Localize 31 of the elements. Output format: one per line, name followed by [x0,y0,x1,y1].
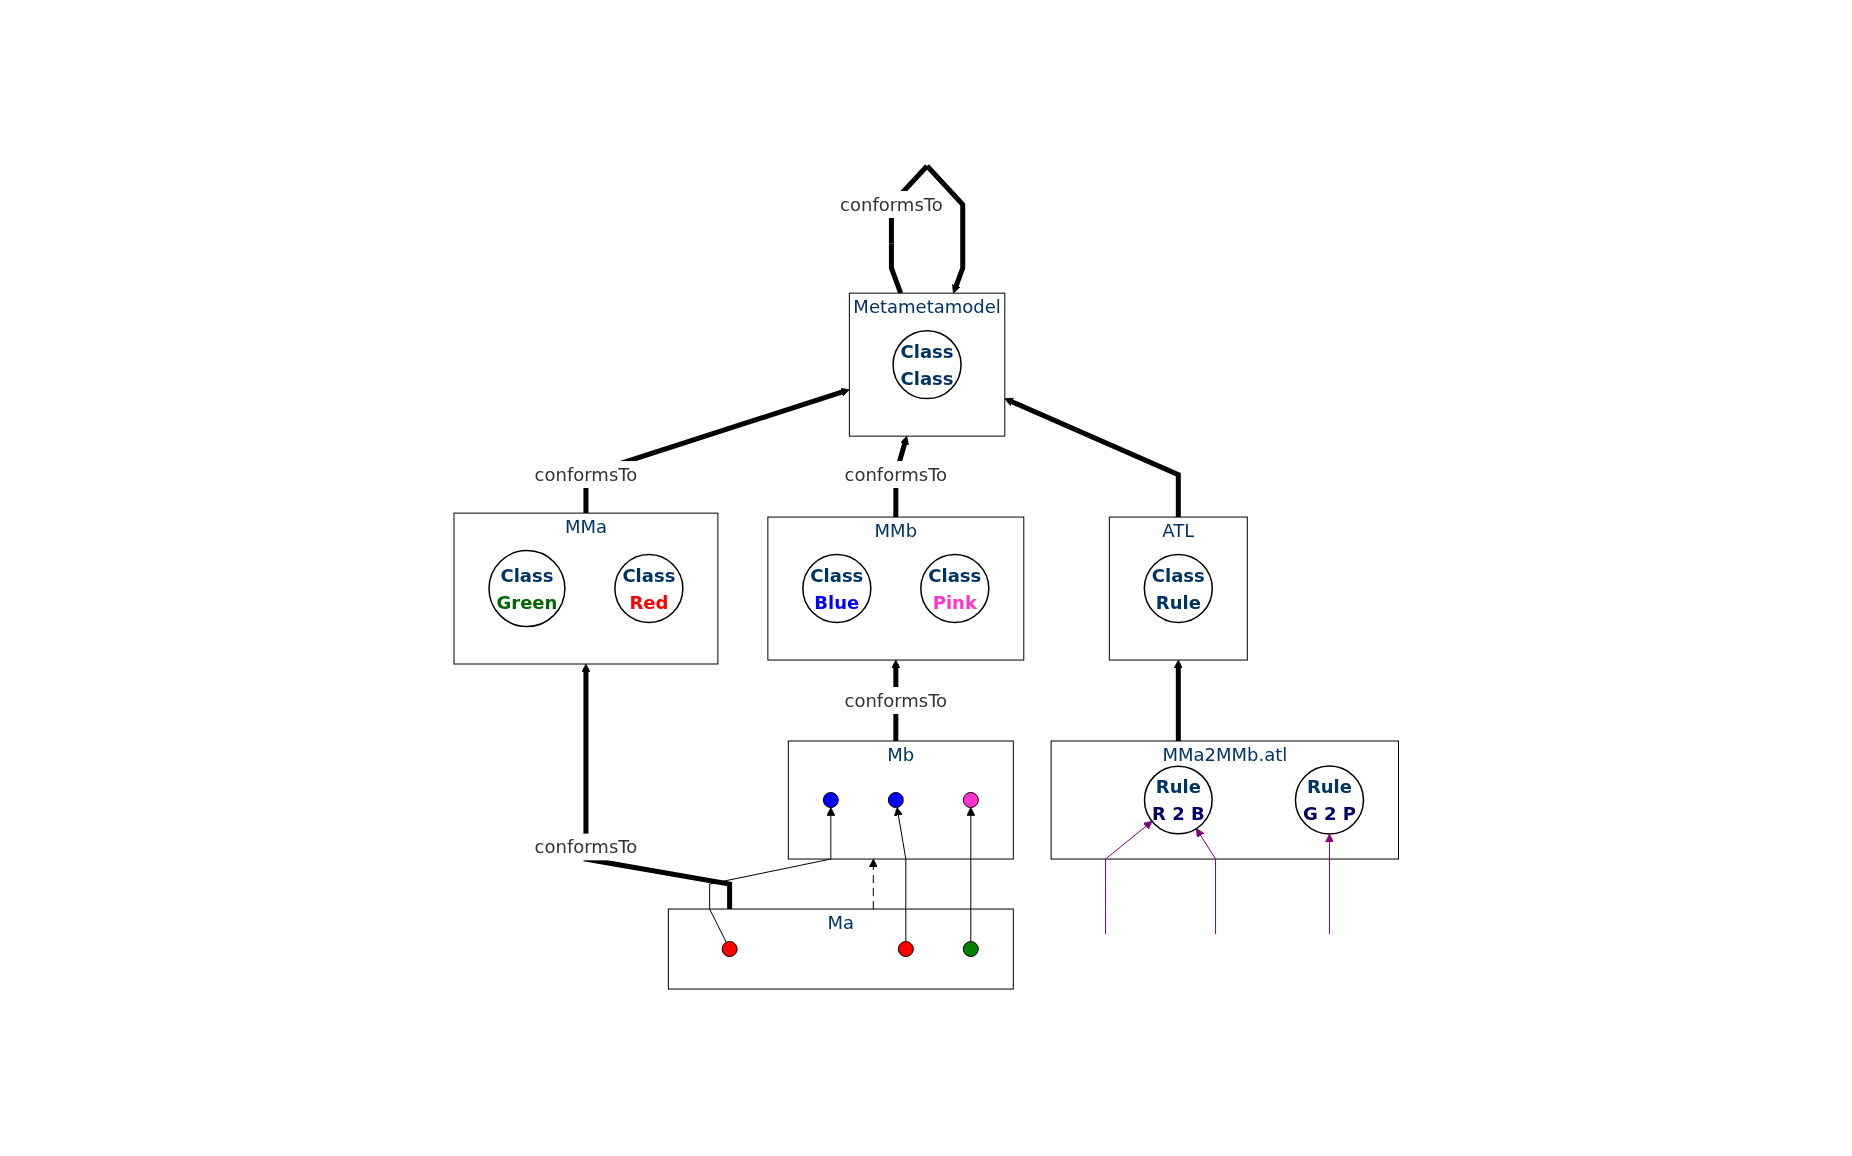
edge-label: conformsTo [534,836,637,858]
node-circle [721,941,738,958]
node-circle: Class Rule [1143,554,1213,624]
cluster: Mb [787,741,1014,860]
node-circle: Class Pink [919,554,990,624]
node-circle [962,792,979,809]
arrow [708,807,835,944]
node-circle [887,792,904,809]
cluster: Ma [667,909,1014,990]
node-circle [822,792,839,809]
arrow [868,859,878,910]
node-circle [897,941,914,958]
arrow [1195,828,1216,935]
arrow [1173,660,1183,742]
arrow [1104,821,1153,935]
arrow [1324,834,1334,935]
arrow [1004,398,1181,518]
edge-label: conformsTo [844,690,947,712]
edge-label: conformsTo [844,464,947,486]
node-circle: Rule G 2 P [1294,765,1364,836]
arrow [581,664,732,910]
node-circle: Rule R 2 B [1143,765,1213,836]
arrow [893,807,907,943]
arrow [966,807,975,943]
edge-label: conformsTo [534,464,637,486]
node-circle: Class Blue [801,554,872,624]
edge-label: conformsTo [839,194,943,216]
node-circle: Class Red [613,554,684,624]
node-circle: Class Class [892,330,962,400]
node-circle [962,941,979,958]
node-circle: Class Green [488,550,566,628]
